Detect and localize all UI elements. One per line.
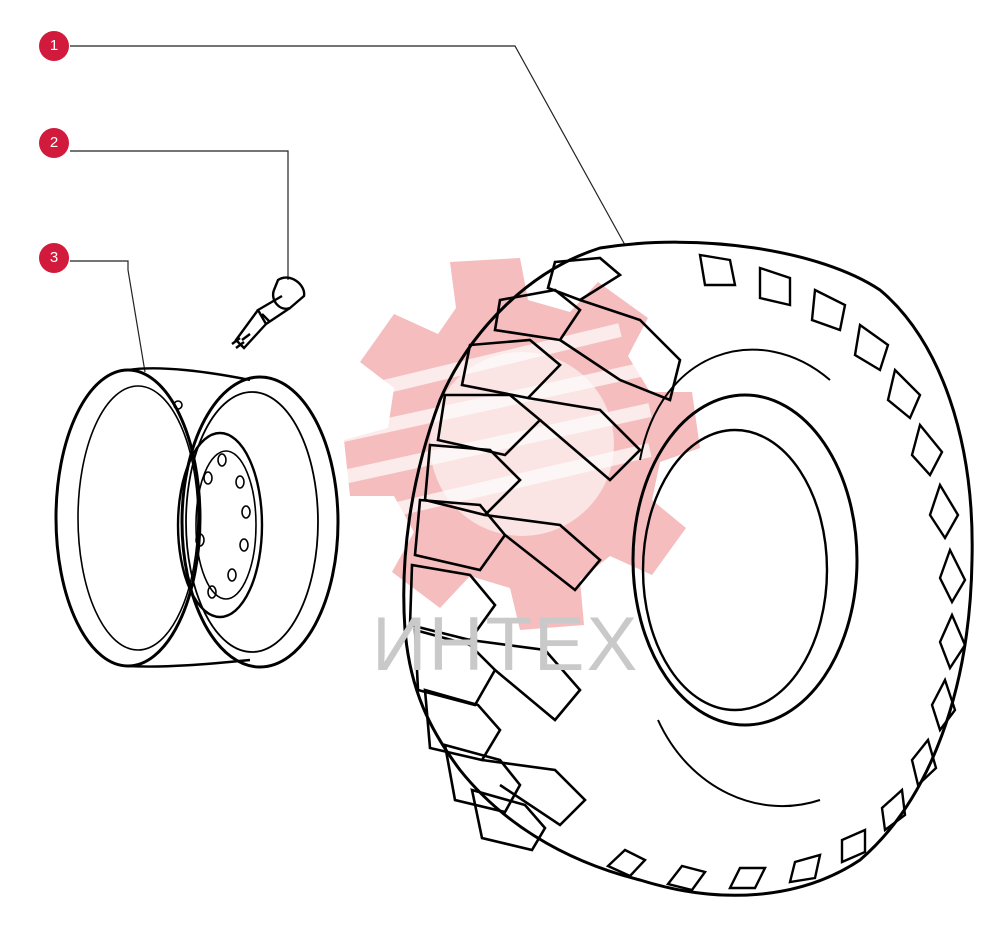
- wheel-rim-drawing[interactable]: [54, 367, 340, 669]
- valve-drawing[interactable]: [231, 276, 306, 350]
- callout-2-button[interactable]: 2: [39, 128, 69, 158]
- leader-line-2: [70, 150, 289, 280]
- leader-lines: [70, 45, 626, 373]
- callout-1-button[interactable]: 1: [39, 31, 69, 61]
- tyre-drawing[interactable]: [402, 240, 974, 897]
- watermark-gear-icon: [318, 258, 700, 630]
- leader-line-3: [70, 260, 146, 373]
- leader-line-1: [70, 45, 626, 246]
- callout-3-button[interactable]: 3: [39, 243, 69, 273]
